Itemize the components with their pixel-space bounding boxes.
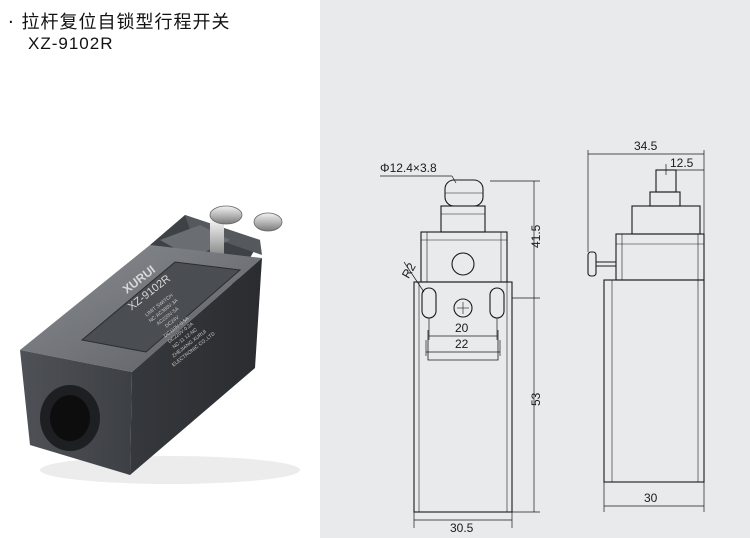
dim-30: 30 [644,491,658,505]
product-title: · 拉杆复位自锁型行程开关 [8,12,231,33]
front-dimension-lines [380,175,540,528]
switch-conduit-port [40,385,100,451]
front-lever-stem [440,205,486,233]
dim-radius: R2 [399,260,419,281]
dimension-drawing: Φ12.4×3.8 R2 41.5 20 22 53 30.5 34.5 12.… [380,139,705,535]
side-view [587,169,705,483]
side-roller [587,251,597,277]
dim-41-5: 41.5 [529,224,543,248]
product-photo-panel: · 拉杆复位自锁型行程开关 XZ-9102R [0,0,320,538]
front-slot-left [421,287,437,319]
front-slot-right [489,287,505,319]
side-head-upper [631,205,701,235]
dim-20: 20 [455,321,469,335]
dim-roller: Φ12.4×3.8 [380,161,437,175]
dim-34-5: 34.5 [634,139,658,153]
dim-12-5: 12.5 [670,156,694,170]
front-terminal-screw [453,298,473,318]
switch-shadow [40,456,300,484]
front-body [413,281,513,513]
product-model: XZ-9102R [28,34,114,53]
side-dimension-lines [587,150,705,512]
dim-53: 53 [529,392,543,406]
front-view [413,179,513,513]
front-center-hole [451,252,475,276]
dim-30-5: 30.5 [450,521,474,535]
switch-body [20,245,262,475]
side-body [603,279,705,483]
side-stem-base [649,191,681,207]
side-head [615,233,705,281]
switch-photo: XURUI XZ-9102R LIMIT SWITCH NC·AC380V·3A… [20,205,300,484]
technical-drawing-panel: Φ12.4×3.8 R2 41.5 20 22 53 30.5 34.5 12.… [320,0,750,538]
switch-lever-rollers [185,205,283,263]
dim-22: 22 [455,337,469,351]
